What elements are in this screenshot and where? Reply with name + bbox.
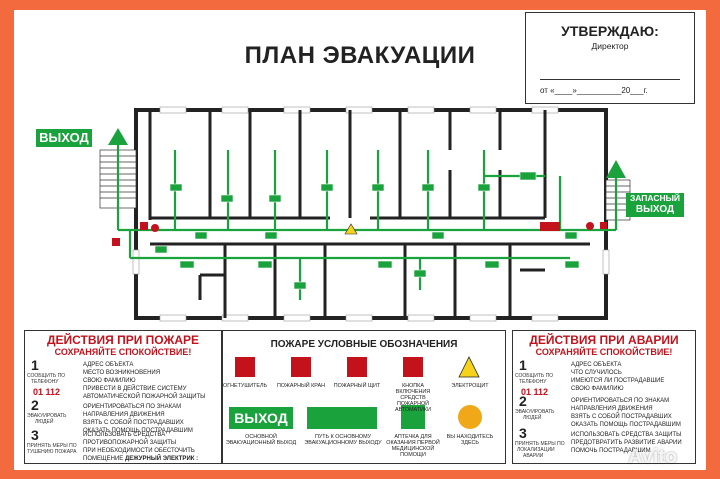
fire-step2-list: ОРИЕНТИРОВАТЬСЯ ПО ЗНАКАМ НАПРАВЛЕНИЯ ДВ… bbox=[83, 403, 193, 435]
fire-step2-item: ОРИЕНТИРОВАТЬСЯ ПО ЗНАКАМ bbox=[83, 404, 182, 410]
legend-exit-sign: ВЫХОД bbox=[229, 407, 293, 429]
accident-step1-item: СВОЮ ФАМИЛИЮ bbox=[571, 386, 624, 392]
accident-step1-list: АДРЕС ОБЪЕКТА ЧТО СЛУЧИЛОСЬ ИМЕЮТСЯ ЛИ П… bbox=[571, 361, 664, 393]
fire-equipment-markers bbox=[112, 222, 607, 246]
fire-step3-last: ПОМЕЩЕНИЕ bbox=[83, 456, 124, 462]
fire-actions-panel: ДЕЙСТВИЯ ПРИ ПОЖАРЕ СОХРАНЯЙТЕ СПОКОЙСТВ… bbox=[24, 330, 222, 464]
fire-step2-item: НАПРАВЛЕНИЯ ДВИЖЕНИЯ bbox=[83, 412, 165, 418]
reserve-exit-line2: ВЫХОД bbox=[635, 204, 675, 215]
alarm-button-icon bbox=[403, 357, 423, 377]
fire-step3-item: ПРОТИВОПОЖАРНОЙ ЗАЩИТЫ bbox=[83, 440, 177, 446]
accident-step3-item: ПРЕДОТВРАТИТЬ РАЗВИТИЕ АВАРИИ bbox=[571, 440, 682, 446]
step-number-3: 3 bbox=[519, 425, 527, 441]
legend-fire-board: ПОЖАРНЫЙ ЩИТ bbox=[333, 383, 381, 389]
fire-board-icon bbox=[347, 357, 367, 377]
accident-step3-list: ИСПОЛЬЗОВАТЬ СРЕДСТВА ЗАЩИТЫ ПРЕДОТВРАТИ… bbox=[571, 431, 682, 455]
legend-first-aid: АПТЕЧКА ДЛЯ ОКАЗАНИЯ ПЕРВОЙ МЕДИЦИНСКОЙ … bbox=[386, 434, 440, 458]
fire-step1-side-2: ТЕЛЕФОНУ bbox=[31, 379, 59, 385]
legend-route: ПУТЬ К ОСНОВНОМУ ЭВАКУАЦИОННОМУ ВЫХОДУ bbox=[304, 434, 382, 446]
fire-hydrant-icon bbox=[291, 357, 311, 377]
accident-step2-side-2: ЛЮДЕЙ bbox=[523, 415, 542, 421]
fire-phone: 01 112 bbox=[33, 387, 61, 397]
legend-you-are-here: ВЫ НАХОДИТЕСЬ ЗДЕСЬ bbox=[446, 434, 494, 446]
fire-step1-item: ПРИВЕСТИ В ДЕЙСТВИЕ СИСТЕМУ bbox=[83, 386, 187, 392]
fire-step1-item: МЕСТО ВОЗНИКНОВЕНИЯ bbox=[83, 370, 161, 376]
accident-step3-side-1: ПРИНЯТЬ МЕРЫ ПО bbox=[515, 441, 565, 447]
accident-step2-item: НАПРАВЛЕНИЯ ДВИЖЕНИЯ bbox=[571, 406, 653, 412]
evacuation-route bbox=[116, 140, 618, 300]
extinguisher-icon bbox=[235, 357, 255, 377]
accident-step2-side-1: ЭВАКУИРОВАТЬ bbox=[515, 409, 555, 415]
step-number-2: 2 bbox=[519, 393, 527, 409]
fire-step1-side-1: СООБЩИТЬ ПО bbox=[27, 373, 66, 379]
step-number-3: 3 bbox=[31, 427, 39, 443]
fire-step3-item: ПРИ НЕОБХОДИМОСТИ ОБЕСТОЧИТЬ bbox=[83, 448, 195, 454]
fire-step1-item: АВТОМАТИЧЕСКОЙ ПОЖАРНОЙ ЗАЩИТЫ bbox=[83, 394, 206, 400]
avito-watermark: Avito bbox=[628, 446, 678, 468]
fire-step3-last-row: ПОМЕЩЕНИЕ ДЕЖУРНЫЙ ЭЛЕКТРИК : bbox=[83, 455, 198, 463]
legend-electric-panel: ЭЛЕКТРОЩИТ bbox=[451, 383, 489, 389]
accident-step2-item: ОРИЕНТИРОВАТЬСЯ ПО ЗНАКАМ bbox=[571, 398, 670, 404]
approval-position: Директор bbox=[591, 41, 629, 51]
approval-date: от «____»__________20___г. bbox=[540, 86, 648, 95]
you-are-here-icon bbox=[458, 405, 482, 429]
fire-step2-item: ОКАЗАТЬ ПОМОЩЬ ПОСТРАДАВШИМ bbox=[83, 428, 193, 434]
fire-step1-item: АДРЕС ОБЪЕКТА bbox=[83, 362, 134, 368]
accident-step1-side-2: ТЕЛЕФОНУ bbox=[519, 379, 547, 385]
accident-step3-item: ПОМОЧЬ ПОСТРАДАВШИМ bbox=[571, 448, 651, 454]
legend-alarm-button: КНОПКА ВКЛЮЧЕНИЯ СРЕДСТВ ПОЖАРНОЙ АВТОМА… bbox=[395, 383, 431, 413]
floor-plan bbox=[99, 106, 631, 322]
fire-subheading: СОХРАНЯЙТЕ СПОКОЙСТВИЕ! bbox=[54, 347, 192, 357]
reserve-exit-line1: ЗАПАСНЫЙ bbox=[629, 193, 681, 203]
step-number-2: 2 bbox=[31, 397, 39, 413]
signature-line bbox=[540, 79, 680, 80]
step-number-1: 1 bbox=[519, 357, 527, 373]
fire-step1-list: АДРЕС ОБЪЕКТА МЕСТО ВОЗНИКНОВЕНИЯ СВОЮ Ф… bbox=[83, 361, 206, 401]
route-signs bbox=[154, 171, 580, 290]
fire-step3-side-2: ТУШЕНИЮ ПОЖАРА bbox=[27, 449, 77, 455]
accident-step1-item: ЧТО СЛУЧИЛОСЬ bbox=[571, 370, 622, 376]
electric-panel-icon bbox=[458, 356, 480, 378]
accident-step1-item: ИМЕЮТСЯ ЛИ ПОСТРАДАВШИЕ bbox=[571, 378, 665, 384]
fire-step2-side-1: ЭВАКУИРОВАТЬ bbox=[27, 413, 67, 419]
legend-icons bbox=[235, 356, 482, 429]
fire-step3-side-1: ПРИНЯТЬ МЕРЫ ПО bbox=[27, 443, 77, 449]
accident-step1-side-1: СООБЩИТЬ ПО bbox=[515, 373, 554, 379]
accident-step1-item: АДРЕС ОБЪЕКТА bbox=[571, 362, 622, 368]
first-aid-icon bbox=[401, 405, 425, 429]
exit-route-icon bbox=[307, 407, 377, 429]
building-walls bbox=[134, 108, 608, 320]
fire-step2-side-2: ЛЮДЕЙ bbox=[35, 419, 54, 425]
reserve-exit-sign: ЗАПАСНЫЙ ВЫХОД bbox=[626, 193, 684, 217]
legend-main-exit: ОСНОВНОЙ ЭВАКУАЦИОННЫЙ ВЫХОД bbox=[225, 434, 297, 446]
accident-step3-side-3: АВАРИИ bbox=[523, 453, 544, 459]
legend-panel: ПОЖАРЕ УСЛОВНЫЕ ОБОЗНАЧЕНИЯ ОГНЕТУШИТЕЛЬ… bbox=[222, 330, 506, 464]
accident-step3-item: ИСПОЛЬЗОВАТЬ СРЕДСТВА ЗАЩИТЫ bbox=[571, 432, 682, 438]
legend-extinguisher: ОГНЕТУШИТЕЛЬ bbox=[223, 383, 268, 389]
fire-step2-item: ВЗЯТЬ С СОБОЙ ПОСТРАДАВШИХ bbox=[83, 420, 184, 426]
fire-step1-item: СВОЮ ФАМИЛИЮ bbox=[83, 378, 136, 384]
accident-step2-item: ВЗЯТЬ С СОБОЙ ПОСТРАДАВШИХ bbox=[571, 414, 672, 420]
accident-step3-side-2: ЛОКАЛИЗАЦИИ bbox=[517, 447, 555, 453]
accident-phone: 01 112 bbox=[521, 387, 549, 397]
windows bbox=[132, 106, 610, 322]
fire-step3-list: ИСПОЛЬЗОВАТЬ СРЕДСТВА ПРОТИВОПОЖАРНОЙ ЗА… bbox=[83, 431, 198, 463]
approval-heading: УТВЕРЖДАЮ: bbox=[561, 23, 659, 39]
route-arrowheads bbox=[108, 128, 626, 178]
accident-actions-panel: ДЕЙСТВИЯ ПРИ АВАРИИ СОХРАНЯЙТЕ СПОКОЙСТВ… bbox=[512, 330, 696, 464]
approval-box: УТВЕРЖДАЮ: Директор от «____»__________2… bbox=[525, 12, 695, 104]
accident-step2-item: ОКАЗАТЬ ПОМОЩЬ ПОСТРАДАВШИМ bbox=[571, 422, 681, 428]
accident-heading: ДЕЙСТВИЯ ПРИ АВАРИИ bbox=[529, 333, 679, 347]
accident-subheading: СОХРАНЯЙТЕ СПОКОЙСТВИЕ! bbox=[535, 347, 673, 357]
legend-hydrant: ПОЖАРНЫЙ КРАН bbox=[276, 383, 326, 389]
page-title: ПЛАН ЭВАКУАЦИИ bbox=[244, 42, 476, 69]
duty-electrician: ДЕЖУРНЫЙ ЭЛЕКТРИК : bbox=[124, 456, 199, 462]
main-exit-sign: ВЫХОД bbox=[36, 129, 92, 147]
accident-step2-list: ОРИЕНТИРОВАТЬСЯ ПО ЗНАКАМ НАПРАВЛЕНИЯ ДВ… bbox=[571, 397, 681, 429]
internal-walls bbox=[148, 110, 590, 318]
fire-heading: ДЕЙСТВИЯ ПРИ ПОЖАРЕ bbox=[46, 333, 200, 347]
step-number-1: 1 bbox=[31, 357, 39, 373]
legend-heading: ПОЖАРЕ УСЛОВНЫЕ ОБОЗНАЧЕНИЯ bbox=[270, 339, 458, 350]
fire-step3-item: ИСПОЛЬЗОВАТЬ СРЕДСТВА bbox=[83, 432, 166, 438]
